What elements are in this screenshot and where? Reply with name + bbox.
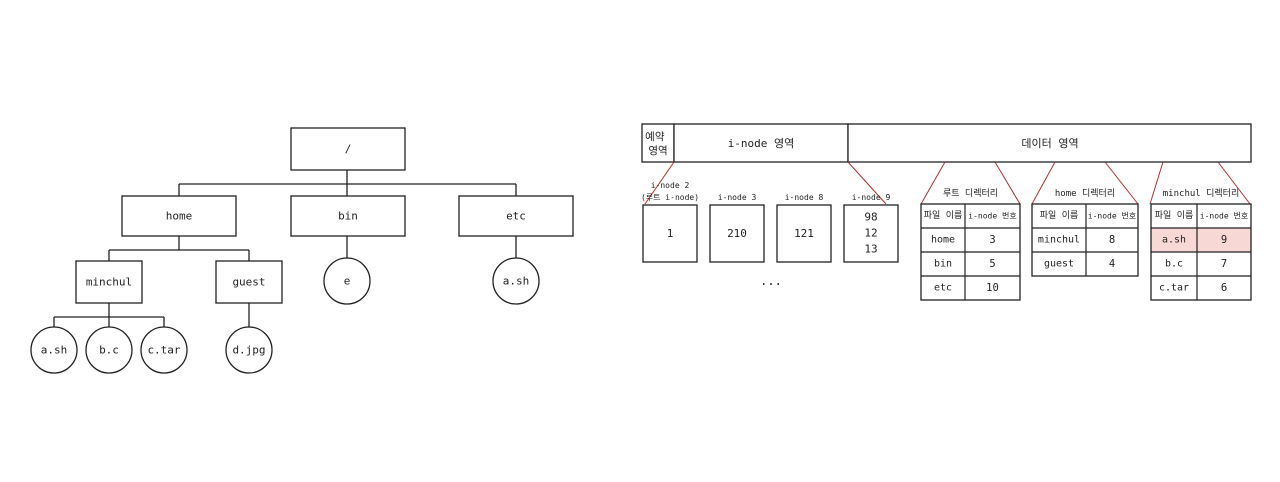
tree-node-guest — [215, 260, 283, 304]
directory-title: 루트 디렉터리 — [943, 188, 998, 199]
inode-block — [843, 204, 899, 263]
inode-sublabel: (루트 i-node) — [641, 193, 699, 202]
inode-block — [642, 204, 698, 263]
tree-label-bc: b.c — [99, 344, 119, 357]
inode-label: i-node 3 — [718, 193, 757, 202]
inode-value: 1 — [667, 227, 674, 240]
tree-label-root: / — [345, 143, 352, 156]
column-header: i-node 번호 — [1200, 212, 1248, 221]
table-cell-name: etc — [934, 283, 952, 294]
directory-table-frame — [1031, 203, 1139, 277]
inode-label: i-node 2 — [651, 181, 690, 190]
tree-node-bc — [85, 326, 133, 374]
column-header: i-node 번호 — [1088, 212, 1136, 221]
table-cell-inode: 5 — [989, 258, 995, 270]
disk-data-area — [847, 123, 1252, 163]
table-cell-inode: 9 — [1221, 234, 1227, 246]
inode-value: 210 — [727, 227, 747, 240]
column-header: 파일 이름 — [1155, 210, 1194, 221]
tree-label-ctar: c.tar — [147, 344, 180, 357]
column-header: 파일 이름 — [1040, 210, 1079, 221]
tree-label-guest: guest — [232, 276, 265, 289]
inode-ellipsis: ... — [760, 274, 782, 288]
table-cell-name: guest — [1044, 259, 1074, 270]
tree-label-bin: bin — [338, 210, 358, 223]
inode-value: 121 — [794, 227, 814, 240]
inode-block — [776, 204, 832, 263]
disk-inode-area-label: i-node 영역 — [728, 137, 795, 150]
tree-label-djpg: d.jpg — [232, 344, 265, 357]
table-cell-name: b.c — [1165, 259, 1183, 270]
disk-reserved-area — [641, 123, 675, 163]
tree-label-etc: etc — [506, 210, 526, 223]
tree-node-home — [121, 195, 237, 237]
tree-node-e — [323, 257, 371, 305]
inode-value: 98 — [864, 211, 877, 224]
table-cell-name: minchul — [1038, 235, 1080, 246]
tree-node-minchul — [75, 260, 143, 304]
tree-label-home: home — [166, 210, 193, 223]
directory-title: home 디렉터리 — [1055, 188, 1115, 199]
disk-reserved-label: 예약 영역 — [645, 130, 671, 157]
inode-blocks: i-node 2 (루트 i-node) 1 i-node 3 210 i-node 8 1… — [641, 181, 899, 263]
directory-title: minchul 디렉터리 — [1163, 188, 1239, 199]
table-cell-inode: 4 — [1109, 258, 1115, 270]
table-cell-inode: 7 — [1221, 258, 1227, 270]
tree-node-ctar — [140, 326, 188, 374]
table-cell-inode: 8 — [1109, 234, 1115, 246]
disk-data-area-label: 데이터 영역 — [1021, 137, 1078, 150]
tree-label-ash: a.sh — [41, 344, 68, 357]
tree-label-minchul: minchul — [86, 276, 132, 289]
table-cell-inode: 6 — [1221, 282, 1227, 294]
tree-node-etc-ash — [492, 257, 540, 305]
inode-value: 12 — [864, 227, 877, 240]
inode-block — [709, 204, 765, 263]
tree-label-e: e — [344, 275, 351, 288]
inode-label: i-node 9 — [852, 193, 891, 202]
table-cell-inode: 3 — [989, 234, 995, 246]
table-cell-name: home — [931, 235, 955, 246]
tree-node-bin — [290, 195, 406, 237]
table-cell-name: bin — [934, 259, 952, 270]
table-cell-name: c.tar — [1159, 283, 1189, 294]
inode-label: i-node 8 — [785, 193, 824, 202]
table-cell-name: a.sh — [1162, 235, 1186, 246]
highlight-row — [1151, 228, 1251, 252]
tree-node-etc — [458, 195, 574, 237]
tree-label-etc-ash: a.sh — [503, 275, 530, 288]
directory-tree — [53, 170, 517, 327]
tree-node-root — [290, 127, 406, 171]
tree-node-djpg — [225, 326, 273, 374]
inode-value: 13 — [864, 243, 877, 256]
table-cell-inode: 10 — [986, 282, 999, 294]
column-header: i-node 번호 — [968, 212, 1016, 221]
tree-node-ash — [30, 326, 78, 374]
column-header: 파일 이름 — [924, 210, 963, 221]
callout-lines — [644, 161, 1251, 205]
